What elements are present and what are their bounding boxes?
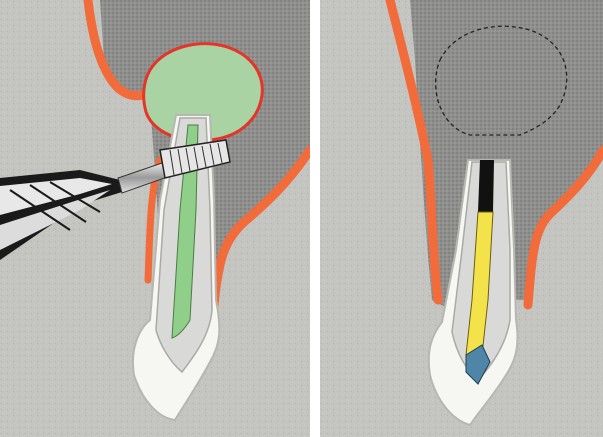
panel-before-surgery — [0, 0, 310, 437]
panel-after-svg — [320, 0, 603, 437]
panel-after-surgery — [320, 0, 603, 437]
panel-before-svg — [0, 0, 310, 437]
coronal-seal — [478, 160, 494, 212]
